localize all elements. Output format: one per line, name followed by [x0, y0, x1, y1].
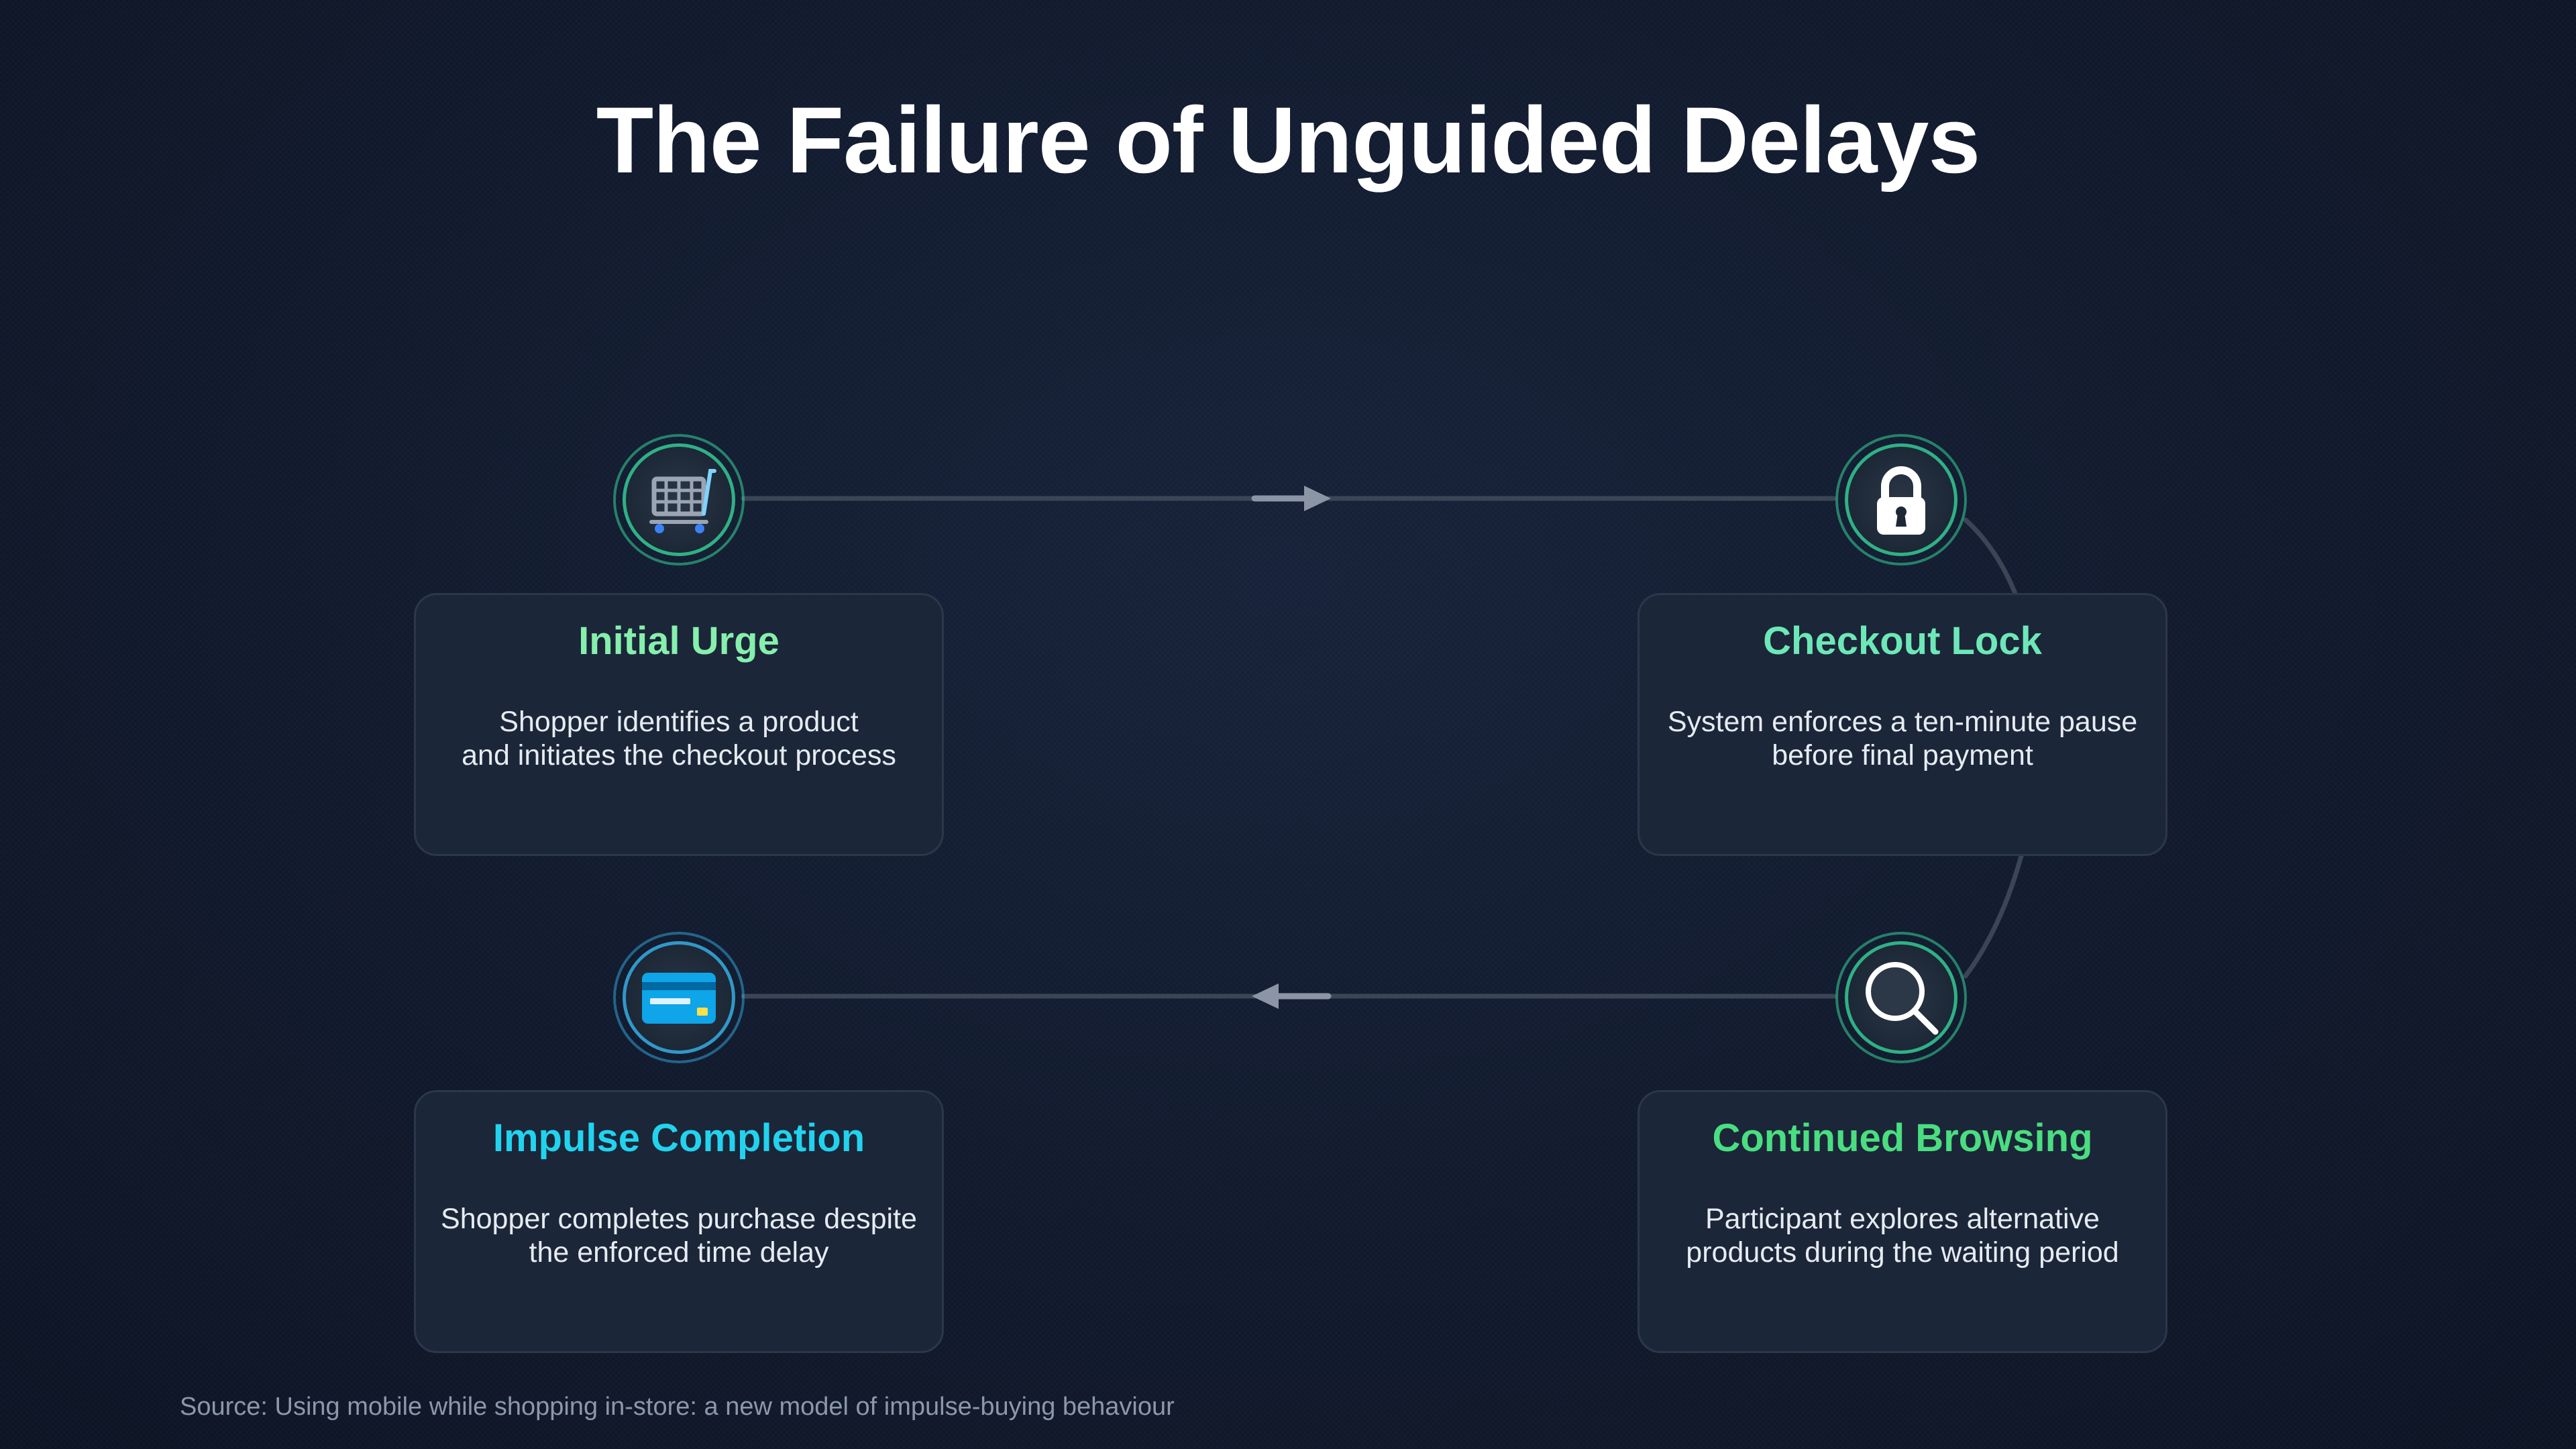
node-impulse-completion: [613, 932, 745, 1063]
page-title: The Failure of Unguided Delays: [596, 87, 1981, 193]
card-checkout-lock: Checkout Lock System enforces a ten-minu…: [1638, 593, 2167, 856]
card-title: Impulse Completion: [492, 1116, 865, 1160]
padlock-icon: [1877, 466, 1925, 535]
card-continued-browsing: Continued Browsing Participant explores …: [1638, 1090, 2167, 1353]
magnifying-glass-icon: [1866, 962, 1939, 1035]
node-initial-urge: [613, 434, 745, 566]
card-description: System enforces a ten-minute pause befor…: [1667, 705, 2138, 772]
arrow-right-icon: [1251, 486, 1331, 511]
credit-card-icon: [642, 973, 716, 1024]
node-checkout-lock: [1835, 434, 1967, 566]
card-description: Shopper identifies a product and initiat…: [462, 705, 896, 772]
card-title: Continued Browsing: [1712, 1116, 2093, 1160]
node-continued-browsing: [1835, 932, 1967, 1063]
card-impulse-completion: Impulse Completion Shopper completes pur…: [414, 1090, 944, 1353]
card-initial-urge: Initial Urge Shopper identifies a produc…: [414, 593, 944, 856]
shopping-cart-icon: [649, 469, 716, 533]
arrow-left-icon: [1252, 983, 1332, 1009]
card-title: Initial Urge: [578, 619, 780, 663]
card-description: Participant explores alternative product…: [1686, 1202, 2119, 1269]
card-title: Checkout Lock: [1763, 619, 2042, 663]
card-description: Shopper completes purchase despite the e…: [441, 1202, 917, 1269]
source-citation: Source: Using mobile while shopping in-s…: [180, 1393, 1175, 1421]
